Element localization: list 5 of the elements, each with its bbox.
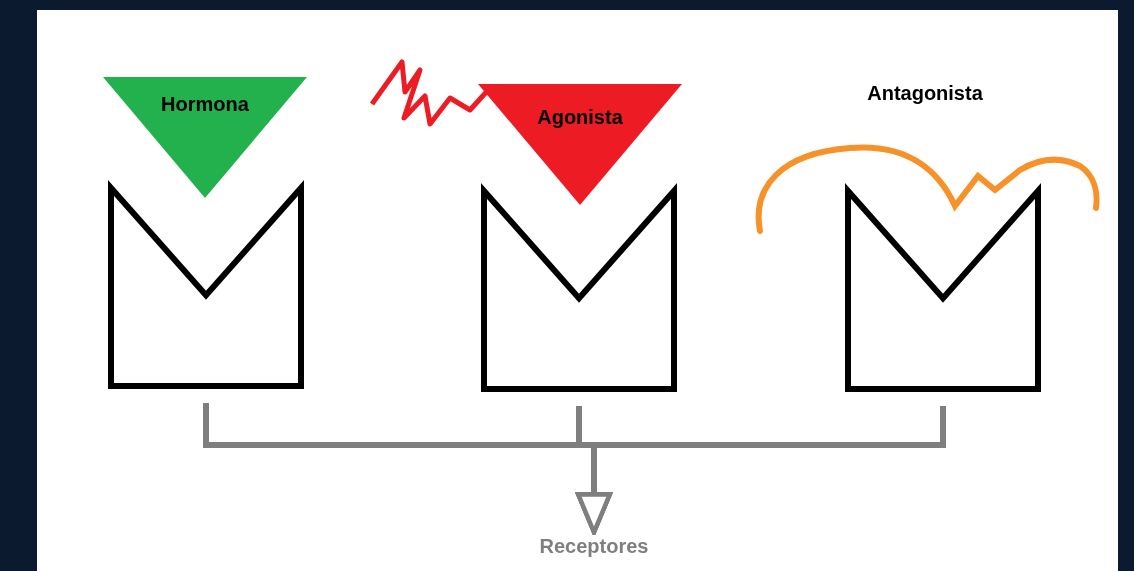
node-label: Hormona: [160, 93, 250, 116]
connector-arrow: [576, 406, 946, 535]
caption-text: Receptores: [538, 535, 650, 558]
node-label: Antagonista: [866, 82, 984, 105]
node-label: Agonista: [536, 106, 624, 129]
